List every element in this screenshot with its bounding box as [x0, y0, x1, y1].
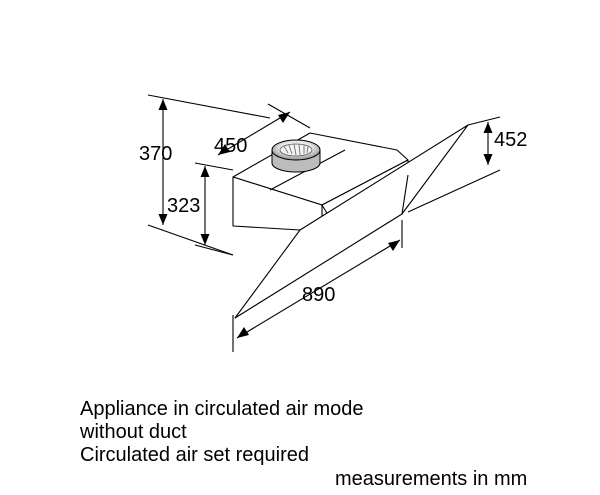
glass-canopy	[234, 124, 469, 319]
glass-edge	[401, 174, 409, 215]
extension-line	[194, 162, 234, 171]
dim-line-890	[236, 239, 401, 339]
units-note: measurements in mm	[335, 468, 528, 490]
extension-line	[194, 244, 234, 256]
caption-line-1: Appliance in circulated air mode	[80, 398, 364, 420]
duct-connector	[271, 139, 321, 173]
dim-label-370: 370	[139, 143, 172, 165]
arrowhead	[483, 122, 493, 133]
caption-line-3: Circulated air set required	[80, 444, 309, 466]
arrowhead	[158, 99, 168, 110]
arrowhead	[483, 154, 493, 165]
dim-label-323: 323	[167, 195, 200, 217]
dim-line-450	[217, 111, 291, 156]
caption-line-2: without duct	[80, 421, 187, 443]
arrowhead	[158, 214, 168, 225]
extension-line	[147, 224, 234, 256]
extension-line	[267, 103, 311, 129]
extension-line	[467, 116, 501, 126]
dim-label-452: 452	[494, 129, 527, 151]
arrowhead	[237, 327, 249, 338]
arrowhead	[200, 234, 210, 245]
arrowhead	[218, 144, 230, 155]
extension-line	[147, 94, 271, 119]
dim-label-890: 890	[302, 284, 335, 306]
arrowhead	[388, 240, 400, 251]
extension-line	[407, 169, 501, 213]
dim-label-450: 450	[214, 135, 247, 157]
arrowhead	[200, 166, 210, 177]
arrowhead	[278, 112, 290, 123]
